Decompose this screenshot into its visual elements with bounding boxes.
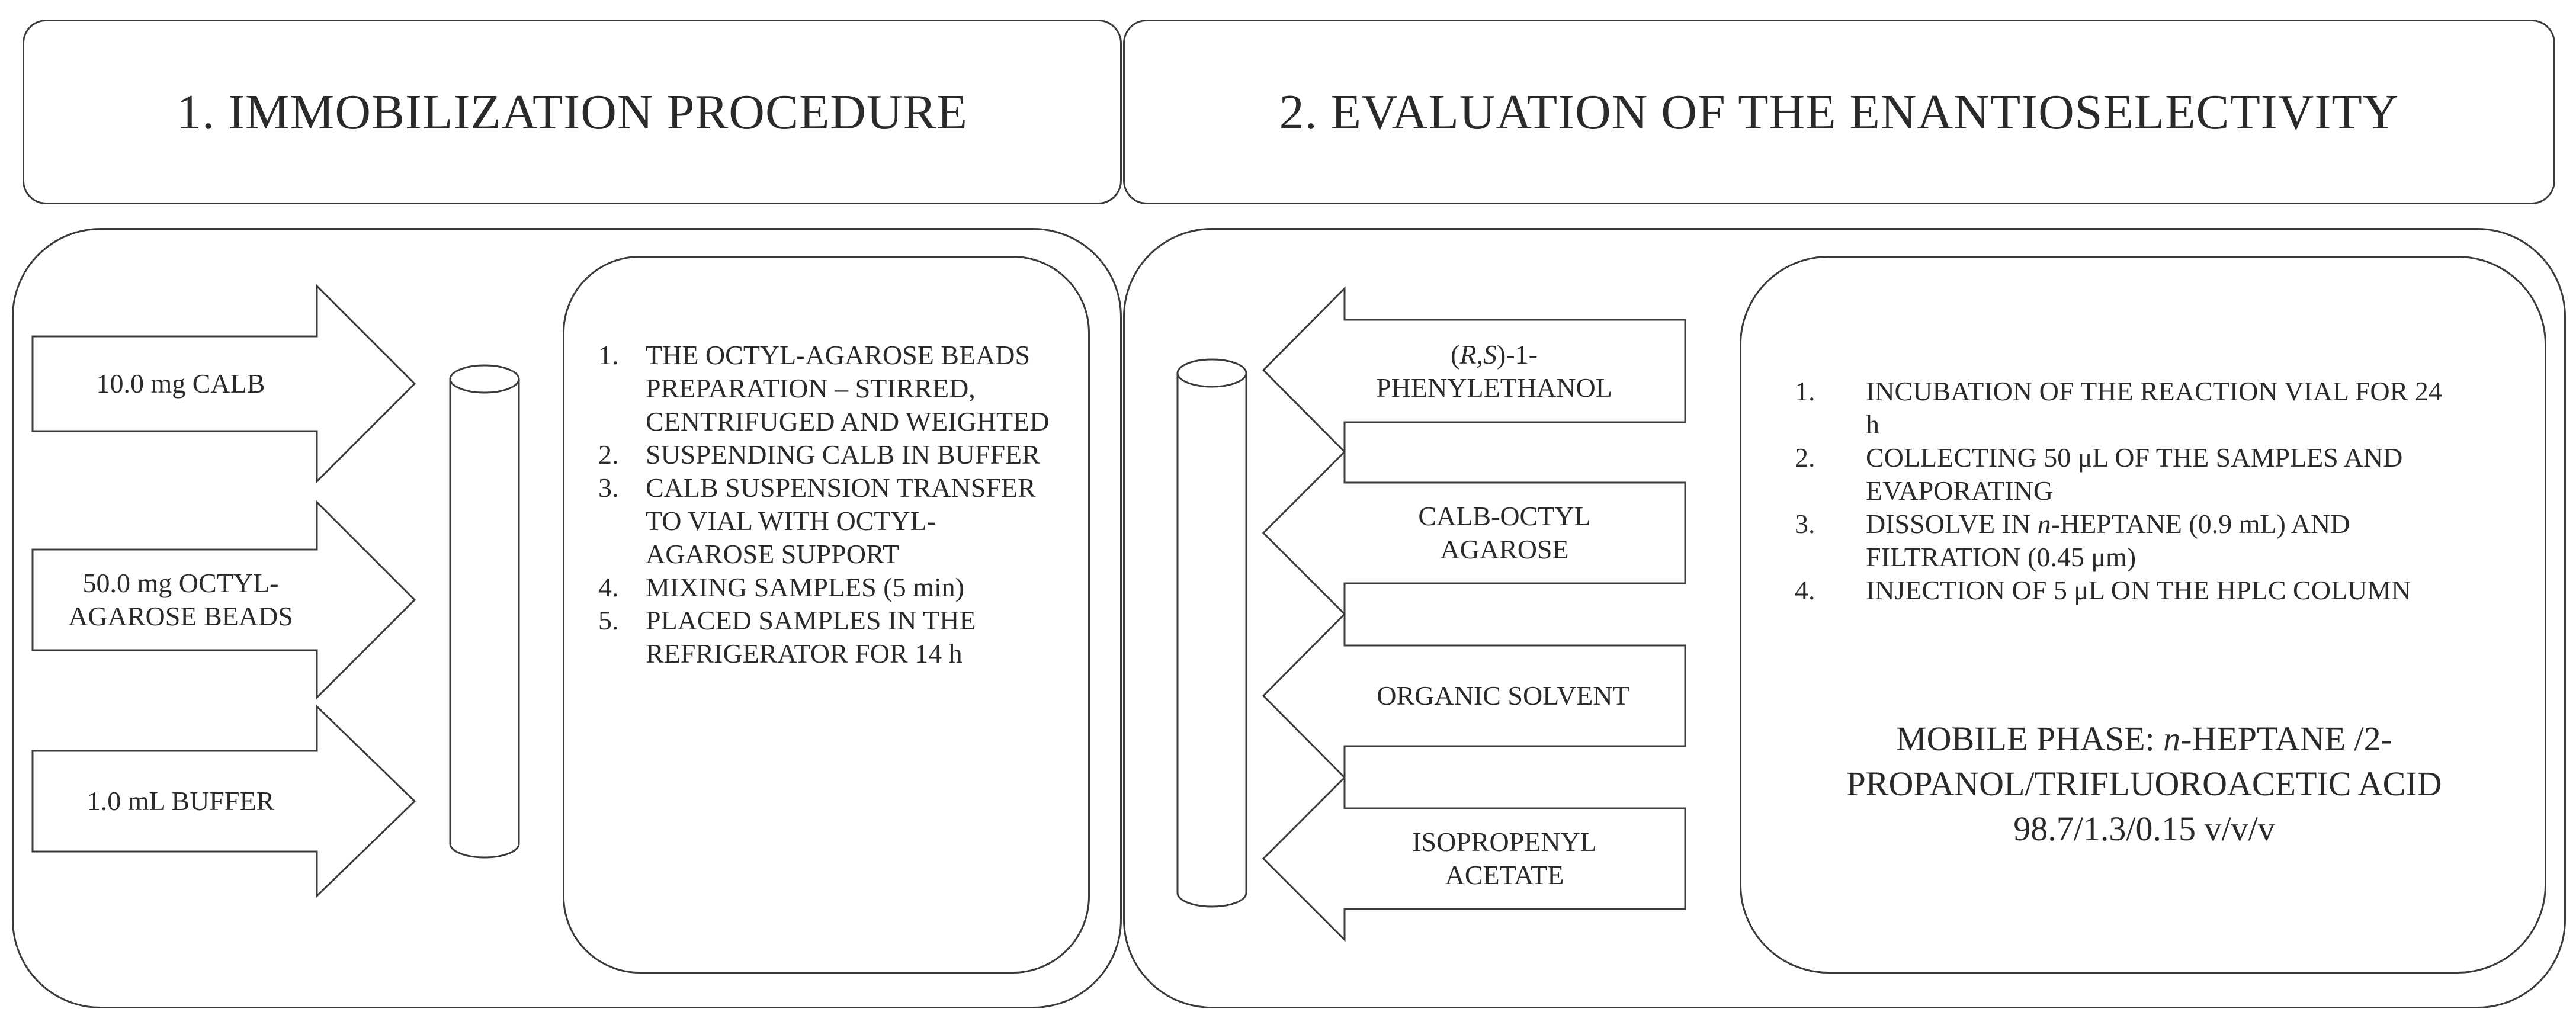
step-item: 4. MIXING SAMPLES (5 min)	[598, 571, 1060, 604]
section2-title-box: 2. EVALUATION OF THE ENANTIOSELECTIVITY	[1123, 20, 2555, 204]
step-item: 5. PLACED SAMPLES IN THE REFRIGERATOR FOR…	[598, 604, 1060, 670]
section2-title: 2. EVALUATION OF THE ENANTIOSELECTIVITY	[1279, 84, 2399, 140]
input-arrow-organic-solvent	[1262, 612, 1686, 780]
step-number: 1.	[1795, 376, 1815, 406]
input-label-calb-octyl: CALB-OCTYL AGAROSE	[1418, 501, 1591, 564]
step-text: COLLECTING 50 μL OF THE SAMPLES AND EVAP…	[1866, 442, 2403, 506]
input-arrow-octyl-beads	[31, 500, 416, 700]
step-text: PLACED SAMPLES IN THE REFRIGERATOR FOR 1…	[646, 605, 976, 669]
step-item: 2. SUSPENDING CALB IN BUFFER	[598, 438, 1060, 471]
step-item: 3. DISSOLVE IN n-HEPTANE (0.9 mL) AND FIL…	[1795, 507, 2458, 574]
step-text: THE OCTYL-AGAROSE BEADS PREPARATION – ST…	[646, 340, 1050, 436]
step-item: 3. CALB SUSPENSION TRANSFER TO VIAL WITH …	[598, 471, 1060, 571]
input-arrow-buffer	[31, 704, 416, 898]
step-number: 2.	[1795, 442, 1815, 473]
input-arrow-calb	[31, 284, 416, 484]
section2-steps-box	[1740, 256, 2546, 974]
step-item: 1. THE OCTYL-AGAROSE BEADS PREPARATION – …	[598, 339, 1060, 438]
vial-cylinder-1	[449, 364, 520, 859]
step-item: 2. COLLECTING 50 μL OF THE SAMPLES AND EV…	[1795, 441, 2458, 507]
step-text: CALB SUSPENSION TRANSFER TO VIAL WITH OC…	[646, 473, 1036, 569]
input-arrow-calb-octyl	[1262, 449, 1686, 616]
section1-title: 1. IMMOBILIZATION PROCEDURE	[177, 84, 968, 140]
step-item: 1. INCUBATION OF THE REACTION VIAL FOR 24…	[1795, 375, 2458, 441]
vial-cylinder-2	[1176, 358, 1247, 908]
step-text: MIXING SAMPLES (5 min)	[646, 572, 964, 602]
section1-steps-list: 1. THE OCTYL-AGAROSE BEADS PREPARATION – …	[598, 339, 1060, 670]
input-label-octyl-beads: 50.0 mg OCTYL-AGAROSE BEADS	[68, 568, 293, 631]
step-number: 4.	[1795, 575, 1815, 605]
step-number: 2.	[598, 439, 619, 470]
input-label-organic-solvent: ORGANIC SOLVENT	[1377, 680, 1629, 711]
input-label-calb: 10.0 mg CALB	[96, 368, 265, 399]
input-label-phenylethanol: (R,S)-1- PHENYLETHANOL	[1376, 339, 1612, 403]
step-number: 3.	[598, 473, 619, 503]
step-text: SUSPENDING CALB IN BUFFER	[646, 439, 1040, 470]
step-number: 4.	[598, 572, 619, 602]
step-text: INJECTION OF 5 μL ON THE HPLC COLUMN	[1866, 575, 2411, 605]
step-item: 4. INJECTION OF 5 μL ON THE HPLC COLUMN	[1795, 574, 2458, 607]
step-text: INCUBATION OF THE REACTION VIAL FOR 24 h	[1866, 376, 2442, 439]
step-text: DISSOLVE IN n-HEPTANE (0.9 mL) AND FILTR…	[1866, 509, 2350, 572]
input-arrow-phenylethanol	[1262, 286, 1686, 454]
mobile-phase-text: MOBILE PHASE: n-HEPTANE /2-PROPANOL/TRIF…	[1846, 719, 2442, 848]
input-arrow-isopropenyl	[1262, 775, 1686, 942]
section1-title-box: 1. IMMOBILIZATION PROCEDURE	[23, 20, 1122, 204]
step-number: 5.	[598, 605, 619, 635]
input-label-buffer: 1.0 mL BUFFER	[86, 786, 275, 816]
input-label-isopropenyl: ISOPROPENYL ACETATE	[1412, 827, 1597, 890]
step-number: 3.	[1795, 509, 1815, 539]
section1-steps-box	[563, 256, 1090, 974]
section2-steps-list: 1. INCUBATION OF THE REACTION VIAL FOR 24…	[1795, 375, 2458, 607]
step-number: 1.	[598, 340, 619, 370]
